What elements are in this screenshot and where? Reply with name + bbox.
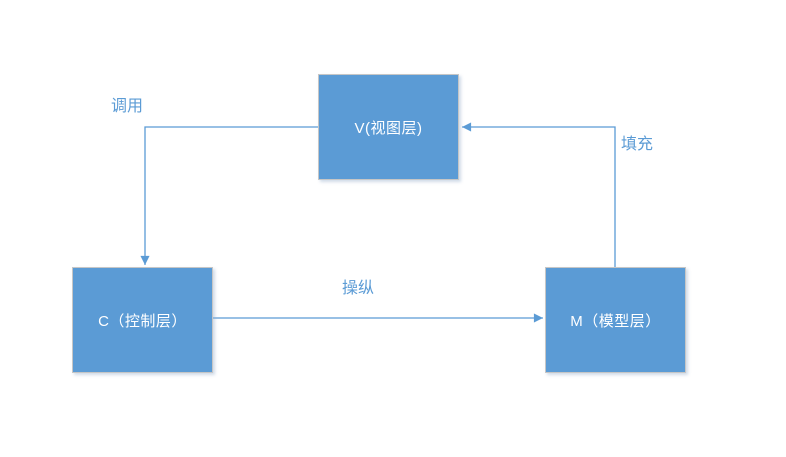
- edge-call-line: [140, 126, 318, 265]
- edge-fill-line: [461, 122, 616, 267]
- edge-label-manipulate: 操纵: [342, 280, 375, 297]
- node-model-layer-label: M（模型层）: [570, 312, 661, 330]
- edge-label-call: 调用: [111, 98, 144, 115]
- node-view-layer: V(视图层): [318, 74, 459, 180]
- node-controller-layer-label: C（控制层）: [98, 312, 187, 330]
- edge-label-fill: 填充: [621, 136, 654, 153]
- node-model-layer: M（模型层）: [545, 267, 686, 373]
- node-controller-layer: C（控制层）: [72, 267, 213, 373]
- node-view-layer-label: V(视图层): [354, 119, 423, 137]
